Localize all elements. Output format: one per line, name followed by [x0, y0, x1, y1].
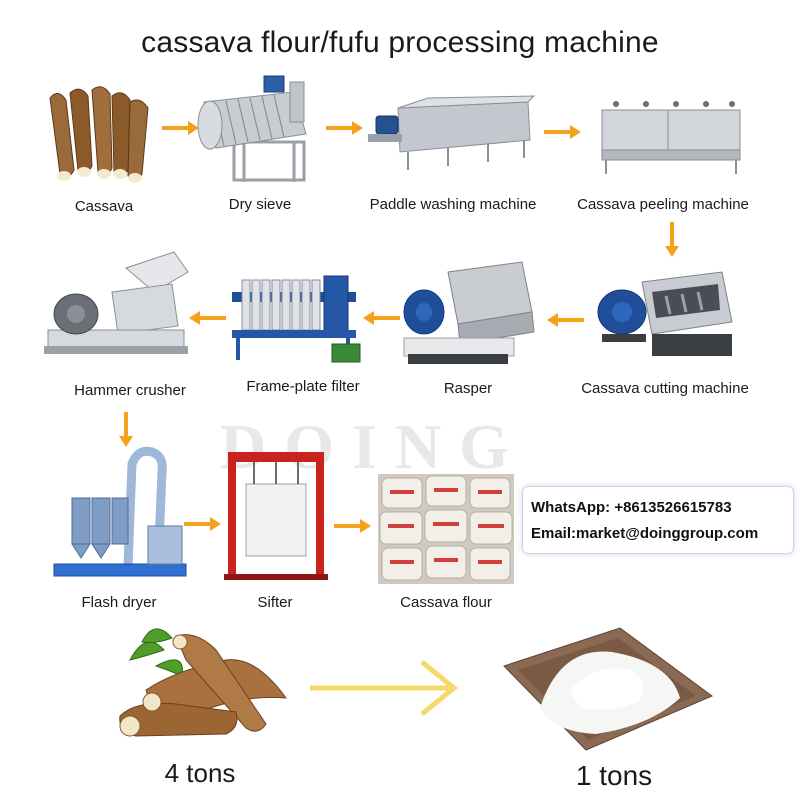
step-label-rasper: Rasper [443, 380, 493, 397]
cassava-peeling-machine-image [601, 101, 741, 174]
input-amount-label: 4 tons [164, 758, 236, 788]
watermark-text: DOING [220, 411, 527, 482]
watermark-logo: DOING [220, 410, 527, 484]
arrow-down-icon [665, 222, 679, 257]
step-label-frame-plate-filter: Frame-plate filter [246, 378, 360, 395]
output-amount-label: 1 tons [575, 760, 653, 791]
arrow-left-icon [189, 311, 226, 325]
sifter-image [224, 452, 328, 580]
contact-box: WhatsApp: +8613526615783 Email:market@do… [522, 486, 794, 554]
email-text: Email:market@doinggroup.com [531, 525, 759, 542]
step-label-sifter: Sifter [257, 594, 293, 611]
fresh-cassava-image [119, 628, 288, 737]
arrow-right-icon [184, 517, 221, 531]
step-label-dry-sieve: Dry sieve [228, 196, 292, 213]
step-label-paddle-washing-machine: Paddle washing machine [369, 196, 537, 213]
step-label-cassava-flour: Cassava flour [400, 594, 492, 611]
step-label-cassava-peeling-machine: Cassava peeling machine [577, 196, 749, 213]
arrow-right-icon [544, 125, 581, 139]
frame-plate-filter-image [232, 275, 361, 363]
flour-tray-image [503, 627, 713, 751]
cassava-cutting-machine-image [597, 271, 733, 356]
arrow-right-icon [326, 121, 363, 135]
arrow-right-icon [162, 121, 199, 135]
arrow-right-icon [334, 519, 371, 533]
cassava-flour-bags-image [378, 474, 514, 584]
step-label-flash-dryer: Flash dryer [81, 594, 157, 611]
step-label-cassava: Cassava [74, 198, 134, 215]
paddle-washing-machine-image [368, 95, 536, 170]
rasper-image [403, 261, 535, 364]
hammer-crusher-image [44, 251, 189, 354]
cassava-image [49, 86, 149, 183]
arrow-left-icon [547, 313, 584, 327]
arrow-down-icon [119, 412, 133, 447]
page-title: cassava flour/fufu processing machine [141, 26, 659, 59]
arrow-left-icon [363, 311, 400, 325]
yield-arrow-icon [310, 660, 458, 716]
dry-sieve-image [197, 75, 307, 182]
flash-dryer-image [53, 446, 187, 577]
step-label-hammer-crusher: Hammer crusher [74, 382, 186, 399]
whatsapp-text: WhatsApp: +8613526615783 [531, 499, 732, 516]
step-label-cassava-cutting-machine: Cassava cutting machine [581, 380, 749, 397]
